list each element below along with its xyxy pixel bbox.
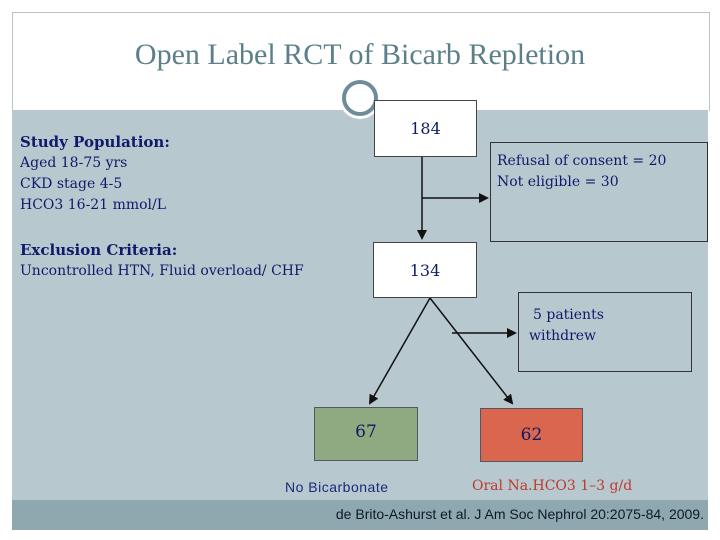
population-line-hco3: HCO3 16-21 mmol/L [20, 197, 167, 213]
excluded-ineligible: Not eligible = 30 [497, 174, 619, 190]
withdrawn-line-2: withdrew [529, 328, 597, 344]
control-arm-box: 67 [314, 407, 418, 461]
withdrawn-line-1: 5 patients [533, 307, 604, 323]
treatment-arm-box: 62 [480, 408, 583, 462]
population-heading: Study Population: [20, 133, 170, 151]
citation: de Brito-Ashurst et al. J Am Soc Nephrol… [335, 506, 704, 522]
excluded-note-box: Refusal of consent = 20 Not eligible = 3… [490, 142, 708, 242]
population-line-ckd: CKD stage 4-5 [20, 176, 123, 192]
arrow-to-treatment [429, 297, 514, 405]
exclusion-heading: Exclusion Criteria: [20, 241, 178, 259]
randomized-count: 134 [409, 260, 441, 280]
slide-title: Open Label RCT of Bicarb Repletion [134, 38, 586, 71]
excluded-refusal: Refusal of consent = 20 [497, 153, 667, 169]
control-arm-label: No Bicarbonate [285, 479, 389, 495]
decorative-ring-icon [342, 80, 378, 116]
withdrawn-note-box: 5 patients withdrew [518, 292, 692, 372]
treatment-count: 62 [520, 425, 543, 445]
treatment-arm-label: Oral Na.HCO3 1–3 g/d [472, 478, 633, 494]
randomized-box: 134 [373, 242, 477, 298]
population-line-age: Aged 18-75 yrs [20, 155, 128, 171]
exclusion-line: Uncontrolled HTN, Fluid overload/ CHF [20, 263, 304, 279]
control-count: 67 [355, 422, 377, 442]
enrolled-box: 184 [374, 100, 477, 157]
enrolled-count: 184 [410, 119, 441, 138]
footer-band [12, 500, 708, 530]
arrow-to-control [369, 297, 431, 405]
